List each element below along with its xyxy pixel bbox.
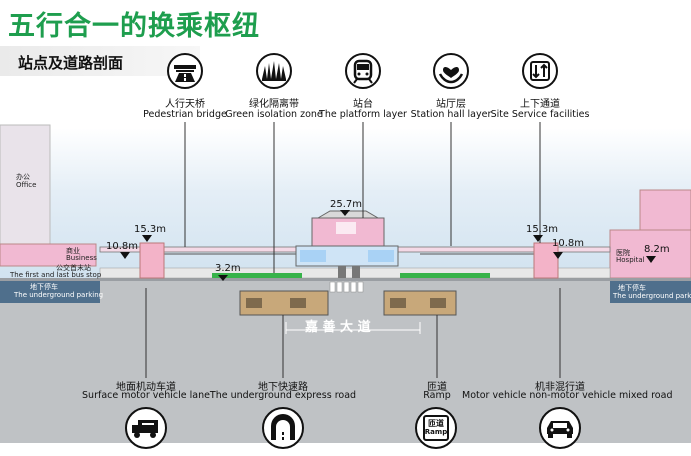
label-platform-en: The platform layer [319, 109, 407, 120]
elevation-right-ground: 10.8m [552, 238, 585, 249]
label-mixed-road-en: Motor vehicle non-motor vehicle mixed ro… [462, 390, 673, 401]
label-green-zone-cn: 绿化隔离带 [249, 99, 299, 110]
car-icon [538, 406, 582, 450]
label-ramp-cn: 匝道 [427, 382, 447, 393]
section-subtitle-bar: 站点及道路剖面 [0, 46, 200, 76]
parking-right-label-en: The underground parking [613, 292, 691, 300]
label-green-zone-en: Green isolation zone [225, 109, 323, 120]
label-express-road-cn: 地下快速路 [258, 382, 308, 393]
hospital-label-en: Hospital [616, 256, 645, 264]
shop-label-en: Business [66, 254, 97, 262]
shop-label-cn: 商业 [66, 247, 80, 255]
elevation-left-green: 3.2m [215, 263, 241, 274]
label-station-hall-cn: 站厅层 [436, 99, 466, 110]
label-platform-cn: 站台 [353, 99, 373, 110]
ramp-icon-text-en: Ramp [424, 428, 448, 436]
label-mixed-road-cn: 机非混行道 [535, 382, 585, 393]
office-label-cn: 办公 [16, 173, 30, 181]
section-subtitle: 站点及道路剖面 [18, 54, 124, 72]
ramp-icon-text-cn: 匝道 [428, 419, 444, 428]
label-pedestrian-bridge-cn: 人行天桥 [165, 99, 205, 110]
page-title: 五行合一的换乘枢纽 [8, 11, 260, 42]
label-ramp-en: Ramp [423, 390, 451, 401]
elevation-right-building: 8.2m [644, 244, 670, 255]
parking-right-label-cn: 地下停车 [618, 284, 646, 292]
grass-icon [255, 52, 293, 90]
elevation-top: 25.7m [330, 199, 363, 210]
label-pedestrian-bridge-en: Pedestrian bridge [143, 109, 227, 120]
label-surface-lane-cn: 地面机动车道 [116, 382, 176, 393]
bus-stop-label-en: The first and last bus stop [10, 271, 102, 279]
office-label-en: Office [16, 181, 37, 189]
label-service-cn: 上下通道 [520, 99, 560, 110]
elevation-left-bridge: 15.3m [134, 224, 167, 235]
road-name: 嘉 善 大 道 [305, 320, 371, 335]
heart-hand-icon [432, 52, 470, 90]
label-station-hall-en: Station hall layer [410, 109, 492, 120]
label-surface-lane-en: Surface motor vehicle lane [82, 390, 210, 401]
up-down-arrows-icon [521, 52, 559, 90]
elevation-left-ground: 10.8m [106, 241, 139, 252]
parking-left-label-en: The underground parking [14, 291, 104, 299]
label-service-en: Site Service facilities [490, 109, 590, 120]
bus-stop-label-cn: 公交首末站 [56, 264, 91, 272]
ramp-icon: 匝道 Ramp [414, 406, 458, 450]
elevation-right-bridge: 15.3m [526, 224, 559, 235]
label-express-road-en: The underground express road [209, 390, 357, 401]
pedestrian-bridge-icon [166, 52, 204, 90]
truck-icon [124, 406, 168, 450]
train-icon [344, 52, 382, 90]
parking-left-label-cn: 地下停车 [30, 283, 58, 291]
tunnel-icon [261, 406, 305, 450]
hospital-label-cn: 医院 [616, 249, 630, 257]
